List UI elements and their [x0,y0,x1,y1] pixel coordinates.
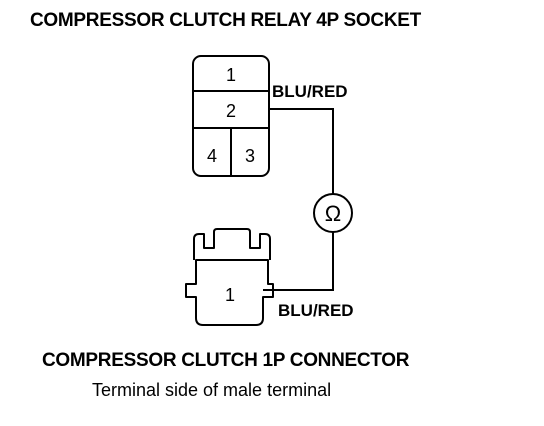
ohmmeter-icon: Ω [313,193,353,233]
socket-terminal-4: 4 [207,146,217,166]
connector-terminal-1: 1 [225,285,235,305]
socket-title: COMPRESSOR CLUTCH RELAY 4P SOCKET [30,10,421,31]
socket-wire-label: BLU/RED [272,82,348,101]
wiring [263,108,334,291]
connector-latch [193,228,271,260]
socket-terminal-2: 2 [226,101,236,121]
socket-terminal-3: 3 [245,146,255,166]
clutch-connector [185,228,274,326]
wire-meter-to-connector [263,232,334,291]
connector-subtitle: Terminal side of male terminal [92,380,332,400]
relay-socket [192,55,270,177]
connector-title: COMPRESSOR CLUTCH 1P CONNECTOR [42,350,410,371]
socket-terminal-1: 1 [226,65,236,85]
ohm-symbol: Ω [325,201,341,226]
connector-wire-label: BLU/RED [278,301,354,320]
wire-socket-to-meter [269,108,334,194]
connector-body [185,259,274,326]
